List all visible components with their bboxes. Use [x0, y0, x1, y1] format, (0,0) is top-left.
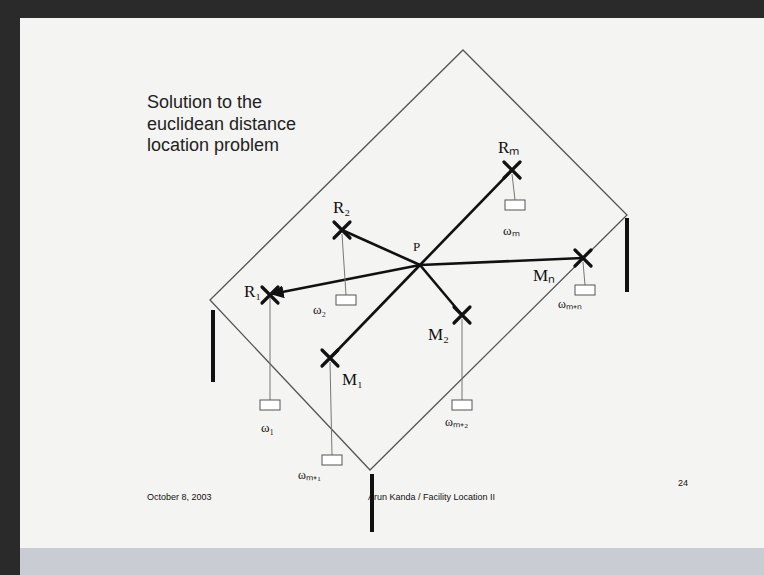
table-legs	[213, 218, 627, 532]
weight-strings	[270, 174, 585, 455]
footer-date: October 8, 2003	[147, 492, 212, 502]
slide-paper	[20, 18, 764, 548]
weight-label: ωₘ₊₁	[298, 469, 321, 483]
slide-title: Solution to the euclidean distance locat…	[147, 92, 327, 157]
point-label: P	[413, 240, 420, 255]
point-marks	[262, 162, 591, 366]
dark-edge	[0, 0, 20, 575]
force-lines	[272, 170, 583, 358]
weight-label: ω₂	[313, 303, 326, 318]
point-label: R₁	[244, 282, 261, 302]
footer-author: Arun Kanda / Facility Location II	[368, 492, 495, 502]
weight-label: ωₘ₊₂	[445, 416, 468, 430]
table-outline	[210, 50, 627, 470]
point-label: M₂	[428, 325, 449, 345]
point-label: Mₙ	[533, 266, 555, 286]
point-label: Rₘ	[498, 138, 519, 158]
point-label: M₁	[342, 370, 363, 390]
weights	[260, 200, 595, 465]
dark-edge	[0, 0, 764, 20]
page-number: 24	[678, 478, 688, 488]
point-label: R₂	[333, 198, 350, 218]
weight-label: ωₘ	[503, 224, 520, 239]
weight-label: ωₘ₊ₙ	[558, 298, 582, 312]
weight-label: ω₁	[261, 421, 274, 436]
